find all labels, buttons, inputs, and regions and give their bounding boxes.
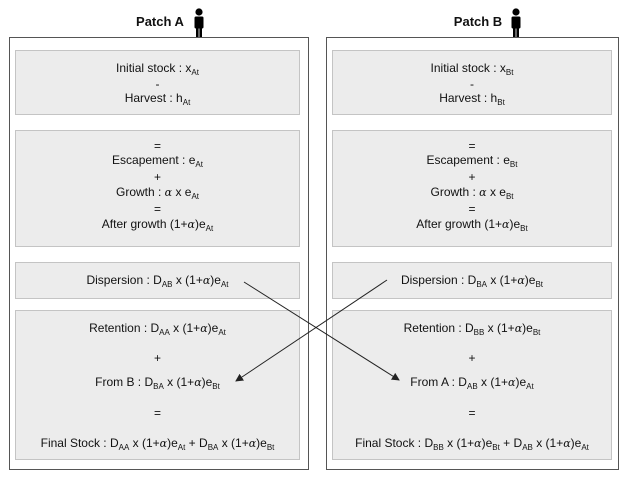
retention-label: Retention : DAA x (1+α)eAt — [89, 321, 226, 337]
escapement-label: Escapement : eAt — [112, 153, 203, 169]
patch-a-title: Patch A — [136, 14, 184, 29]
patch-a-final-box: Retention : DAA x (1+α)eAt + From B : DB… — [15, 310, 300, 460]
patch-b-dispersion-box: Dispersion : DBA x (1+α)eBt — [332, 262, 612, 299]
equals-sign: = — [153, 202, 161, 216]
equals-sign: = — [153, 139, 161, 153]
patch-a-dispersion-box: Dispersion : DAB x (1+α)eAt — [15, 262, 300, 299]
equals-sign: = — [468, 406, 476, 420]
harvest-label: Harvest : hBt — [439, 91, 505, 107]
dispersion-label: Dispersion : DAB x (1+α)eAt — [86, 273, 229, 289]
person-icon — [511, 8, 521, 38]
escapement-label: Escapement : eBt — [426, 153, 518, 169]
patch-b-title: Patch B — [453, 14, 503, 29]
final-stock-label: Final Stock : DAA x (1+α)eAt + DBA x (1+… — [40, 436, 275, 452]
harvest-label: Harvest : hAt — [124, 91, 191, 107]
patch-b-growth-box: = Escapement : eBt + Growth : α x eBt = … — [332, 130, 612, 247]
minus-sign: - — [470, 77, 474, 91]
retention-label: Retention : DBB x (1+α)eBt — [403, 321, 541, 337]
initial-stock-label: Initial stock : xBt — [430, 61, 514, 77]
patch-b-stock-box: Initial stock : xBt - Harvest : hBt — [332, 50, 612, 115]
after-growth-label: After growth (1+α)eBt — [416, 217, 528, 233]
person-icon — [194, 8, 204, 38]
plus-sign: + — [153, 351, 161, 365]
from-a-label: From A : DAB x (1+α)eAt — [410, 375, 534, 391]
patch-a-growth-box: = Escapement : eAt + Growth : α x eAt = … — [15, 130, 300, 247]
equals-sign: = — [153, 406, 161, 420]
equals-sign: = — [468, 202, 476, 216]
patch-b-final-box: Retention : DBB x (1+α)eBt + From A : DA… — [332, 310, 612, 460]
after-growth-label: After growth (1+α)eAt — [101, 217, 214, 233]
growth-label: Growth : α x eAt — [115, 185, 200, 201]
plus-sign: + — [468, 170, 476, 184]
final-stock-label: Final Stock : DBB x (1+α)eBt + DAB x (1+… — [355, 436, 589, 452]
minus-sign: - — [155, 77, 160, 91]
equals-sign: = — [468, 139, 476, 153]
from-b-label: From B : DBA x (1+α)eBt — [95, 375, 220, 391]
patch-a-stock-box: Initial stock : xAt - Harvest : hAt — [15, 50, 300, 115]
growth-label: Growth : α x eBt — [430, 185, 514, 201]
dispersion-label: Dispersion : DBA x (1+α)eBt — [400, 273, 544, 289]
initial-stock-label: Initial stock : xAt — [116, 61, 199, 77]
plus-sign: + — [153, 170, 161, 184]
plus-sign: + — [468, 351, 476, 365]
